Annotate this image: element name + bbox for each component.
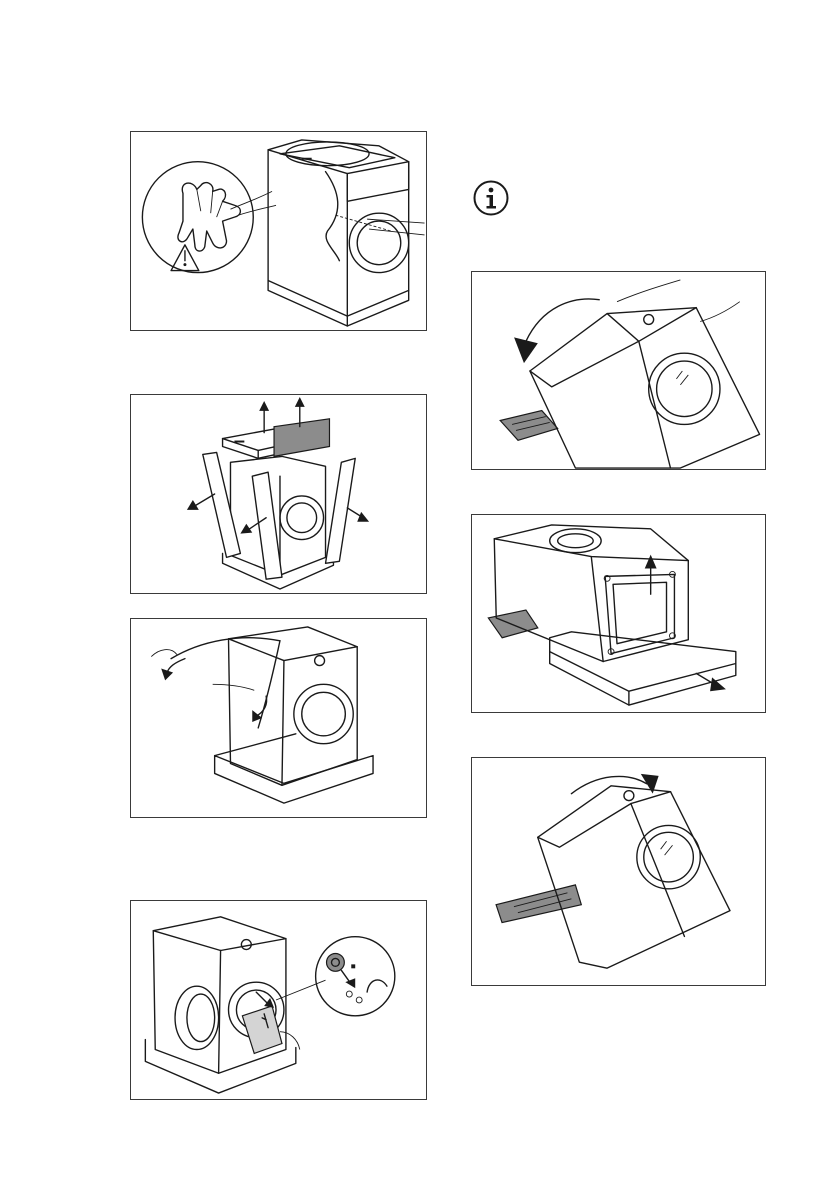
figure-6-illustration — [472, 515, 765, 712]
hand-right — [700, 302, 740, 322]
figure-take-accessories-from-drum — [130, 900, 427, 1100]
machine-with-corners — [203, 452, 355, 589]
tilt-arrow — [571, 776, 646, 793]
figure-remove-plastic-bag — [130, 618, 427, 818]
figure-1-illustration — [131, 132, 426, 330]
hand-center — [213, 684, 255, 690]
figure-5-illustration — [472, 272, 765, 469]
polystyrene-base — [496, 885, 581, 923]
glove-icon — [178, 183, 240, 251]
bag-edge — [171, 638, 280, 659]
hand — [280, 1032, 300, 1050]
tilt-arrow — [526, 299, 599, 341]
hand-left — [151, 650, 177, 657]
figure-tilt-machine-backward — [471, 271, 766, 470]
figure-tilt-machine-forward — [471, 757, 766, 986]
figure-remove-base-polystyrene — [471, 514, 766, 713]
hand-left-outline — [230, 191, 272, 209]
info-icon — [472, 179, 510, 217]
machine-on-side — [494, 525, 688, 662]
figure-wear-gloves-remove-cover — [130, 131, 427, 331]
figure-remove-corner-protectors — [130, 394, 427, 594]
machine-door-open — [145, 917, 295, 1093]
accessories-detail-circle — [316, 937, 395, 1016]
warning-triangle-icon — [171, 245, 199, 271]
figure-2-illustration — [131, 395, 426, 593]
figure-3-illustration — [131, 619, 426, 817]
hand-top — [617, 280, 680, 302]
top-card — [274, 419, 329, 457]
machine-tilted-back — [530, 308, 760, 468]
figure-4-illustration — [131, 901, 426, 1099]
polystyrene-base — [500, 411, 557, 441]
machine-tilted-forward — [538, 786, 730, 968]
figure-7-illustration — [472, 758, 765, 985]
base-tray — [550, 632, 736, 705]
machine-in-bag — [215, 627, 373, 803]
washing-machine-packaged — [268, 140, 424, 326]
